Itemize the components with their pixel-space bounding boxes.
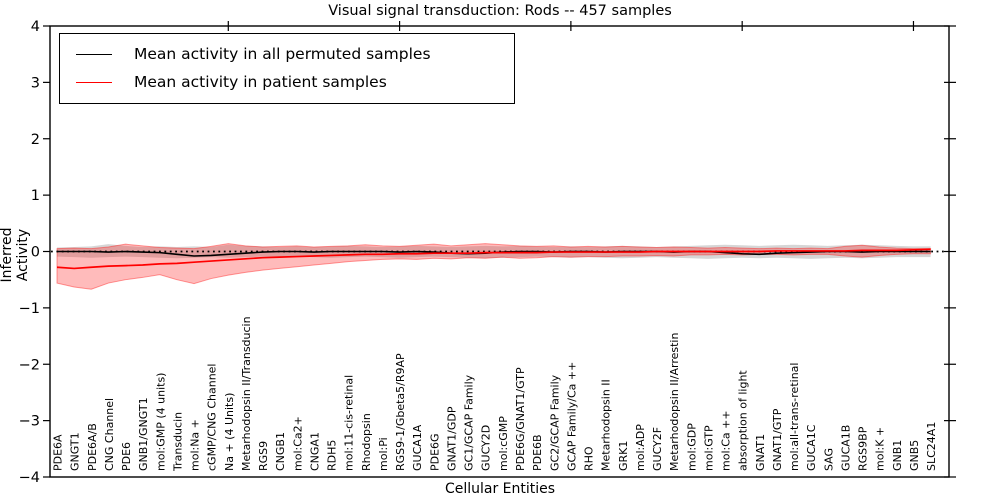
x-tick-label: GNAT1 [754, 434, 767, 471]
patient-line-swatch [76, 81, 112, 83]
x-tick-label: mol:cGMP [497, 416, 510, 471]
y-tick-label: 0 [31, 245, 40, 261]
x-tick-label: GUCA1C [805, 424, 818, 471]
x-tick-label: GC1/GCAP Family [463, 374, 476, 471]
y-tick-label: −2 [19, 357, 40, 373]
y-tick-label: −4 [19, 470, 40, 486]
legend-row-permuted: Mean activity in all permuted samples [60, 40, 514, 68]
x-tick-label: CNGA1 [308, 432, 321, 471]
chart-title: Visual signal transduction: Rods -- 457 … [328, 3, 672, 19]
x-tick-label: GUCY2D [480, 425, 493, 471]
legend-row-patient: Mean activity in patient samples [60, 68, 514, 96]
x-tick-label: SAG [822, 448, 835, 471]
x-tick-label: GNAT1/GDP [445, 406, 458, 471]
x-tick-label: Metarhodopsin II/Arrestin [668, 333, 681, 471]
x-tick-label: RHO [583, 446, 596, 471]
x-tick-label: RGS9-1/Gbeta5/R9AP [394, 353, 407, 471]
x-tick-label: GRK1 [617, 441, 630, 471]
x-tick-label: PDE6G [428, 433, 441, 471]
x-tick-label: RGS9 [257, 441, 270, 471]
x-tick-label: mol:GTP [702, 425, 715, 471]
x-tick-label: GNB1 [891, 440, 904, 471]
legend-label-permuted: Mean activity in all permuted samples [134, 45, 431, 63]
y-tick-label: 1 [31, 188, 40, 204]
x-tick-label: Rhodopsin [360, 413, 373, 471]
x-tick-label: GNB1/GNGT1 [137, 397, 150, 471]
x-tick-label: cGMP/CNG Channel [206, 364, 219, 472]
x-tick-label: GC2/GCAP Family [548, 374, 561, 471]
x-tick-label: mol:Na + [189, 419, 202, 471]
x-tick-label: mol:Ca ++ [720, 410, 733, 471]
x-axis-label: Cellular Entities [444, 481, 556, 497]
y-tick-label: −1 [19, 301, 40, 317]
x-tick-label: RDH5 [326, 440, 339, 471]
x-tick-label: GNB5 [908, 440, 921, 471]
x-tick-label: GCAP Family/Ca ++ [565, 362, 578, 471]
x-tick-label: PDE6 [120, 442, 133, 471]
x-tick-label: PDE6B [531, 434, 544, 471]
x-tick-label: GNGT1 [69, 432, 82, 471]
x-tick-label: mol:all-trans-retinal [788, 363, 801, 471]
x-tick-label: CNG Channel [103, 398, 116, 471]
x-tick-label: GUCA1B [839, 425, 852, 471]
x-tick-label: mol:K + [874, 427, 887, 471]
x-tick-label: mol:GDP [685, 423, 698, 471]
x-tick-label: mol:ADP [634, 424, 647, 471]
x-tick-label: PDE6G/GNAT1/GTP [514, 367, 527, 471]
patient-confidence-band [56, 243, 932, 290]
x-tick-label: RGS9BP [857, 426, 870, 471]
x-tick-label: mol:GMP (4 units) [154, 373, 167, 471]
legend-box: Mean activity in all permuted samples Me… [59, 33, 515, 104]
legend-label-patient: Mean activity in patient samples [134, 73, 387, 91]
y-tick-label: 4 [31, 19, 40, 35]
x-tick-label: GNAT1/GTP [771, 408, 784, 471]
patient-mean-line [56, 248, 931, 270]
x-tick-label: Transducin [171, 412, 184, 472]
x-tick-label: mol:11-cis-retinal [343, 375, 356, 471]
x-tick-label: SLC24A1 [925, 422, 938, 471]
x-tick-label: mol:Pi [377, 437, 390, 471]
x-tick-label: Na + (4 Units) [223, 393, 236, 471]
x-tick-label: absorption of light [737, 370, 750, 471]
y-tick-label: 2 [31, 132, 40, 148]
x-tick-label: Metarhodopsin II [600, 379, 613, 471]
y-axis-label: Inferred Activity [0, 227, 31, 283]
x-tick-label: mol:Ca2+ [291, 416, 304, 471]
x-tick-label: CNGB1 [274, 432, 287, 471]
x-tick-label: PDE6A [52, 434, 65, 471]
y-tick-label: 3 [31, 75, 40, 91]
x-tick-label: PDE6A/B [86, 423, 99, 471]
permuted-line-swatch [76, 53, 112, 55]
x-tick-label: GUCA1A [411, 424, 424, 471]
x-tick-label: Metarhodopsin II/Transducin [240, 316, 253, 471]
x-tick-label: GUCY2F [651, 427, 664, 471]
y-tick-label: −3 [19, 414, 40, 430]
